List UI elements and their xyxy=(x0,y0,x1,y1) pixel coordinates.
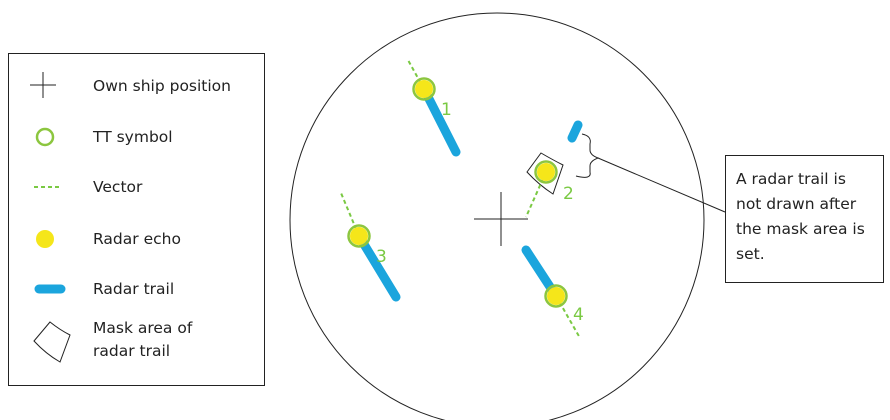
callout-text: A radar trail is not drawn after the mas… xyxy=(736,170,870,263)
radar-display: 1 2 3 4 xyxy=(289,12,705,420)
legend: Own ship position TT symbol Vector Radar… xyxy=(8,53,265,386)
target-2: 2 xyxy=(525,120,583,218)
target-4-echo xyxy=(547,287,565,305)
target-4-number: 4 xyxy=(573,305,584,325)
target-1-tt-symbol xyxy=(412,77,436,101)
target-1-number: 1 xyxy=(441,100,452,120)
callout-box xyxy=(725,155,884,283)
callout-line-4: set. xyxy=(736,245,765,263)
cross-icon xyxy=(30,72,56,98)
legend-label-mask-line-1: Mask area of xyxy=(93,319,193,337)
target-3-trail xyxy=(354,231,401,302)
target-1: 1 xyxy=(407,59,461,157)
target-3-tt-symbol xyxy=(347,224,371,248)
callout: A radar trail is not drawn after the mas… xyxy=(575,133,884,283)
radar-echo-icon xyxy=(36,230,54,248)
target-3: 3 xyxy=(340,192,401,302)
target-4: 4 xyxy=(521,245,584,339)
own-ship-cross xyxy=(474,192,528,246)
legend-label-mask-line-2: radar trail xyxy=(93,342,170,360)
mask-area-icon xyxy=(33,321,71,363)
callout-line-3: the mask area is xyxy=(736,220,865,238)
callout-line-2: not drawn after xyxy=(736,195,857,213)
target-1-trail xyxy=(419,84,461,157)
target-4-trail xyxy=(521,245,561,301)
target-1-vector xyxy=(407,59,425,90)
legend-label-own-ship: Own ship position xyxy=(93,77,231,95)
legend-label-vector: Vector xyxy=(93,178,143,196)
target-2-number: 2 xyxy=(563,184,574,204)
legend-label-radar-trail: Radar trail xyxy=(93,280,174,298)
callout-leader xyxy=(597,157,726,213)
callout-line-1: A radar trail is xyxy=(736,170,846,188)
target-1-echo xyxy=(415,80,433,98)
legend-label-radar-echo: Radar echo xyxy=(93,230,181,248)
radar-range-circle xyxy=(289,12,705,420)
target-4-tt-symbol xyxy=(544,284,568,308)
legend-label-mask-area: Mask area of radar trail xyxy=(93,319,197,360)
tt-symbol-icon xyxy=(35,127,55,147)
target-2-tt-symbol xyxy=(534,160,558,184)
target-3-echo xyxy=(350,227,368,245)
target-2-old-trail xyxy=(567,120,583,143)
target-2-echo xyxy=(537,163,555,181)
legend-label-tt-symbol: TT symbol xyxy=(92,128,173,146)
target-3-number: 3 xyxy=(376,247,387,267)
